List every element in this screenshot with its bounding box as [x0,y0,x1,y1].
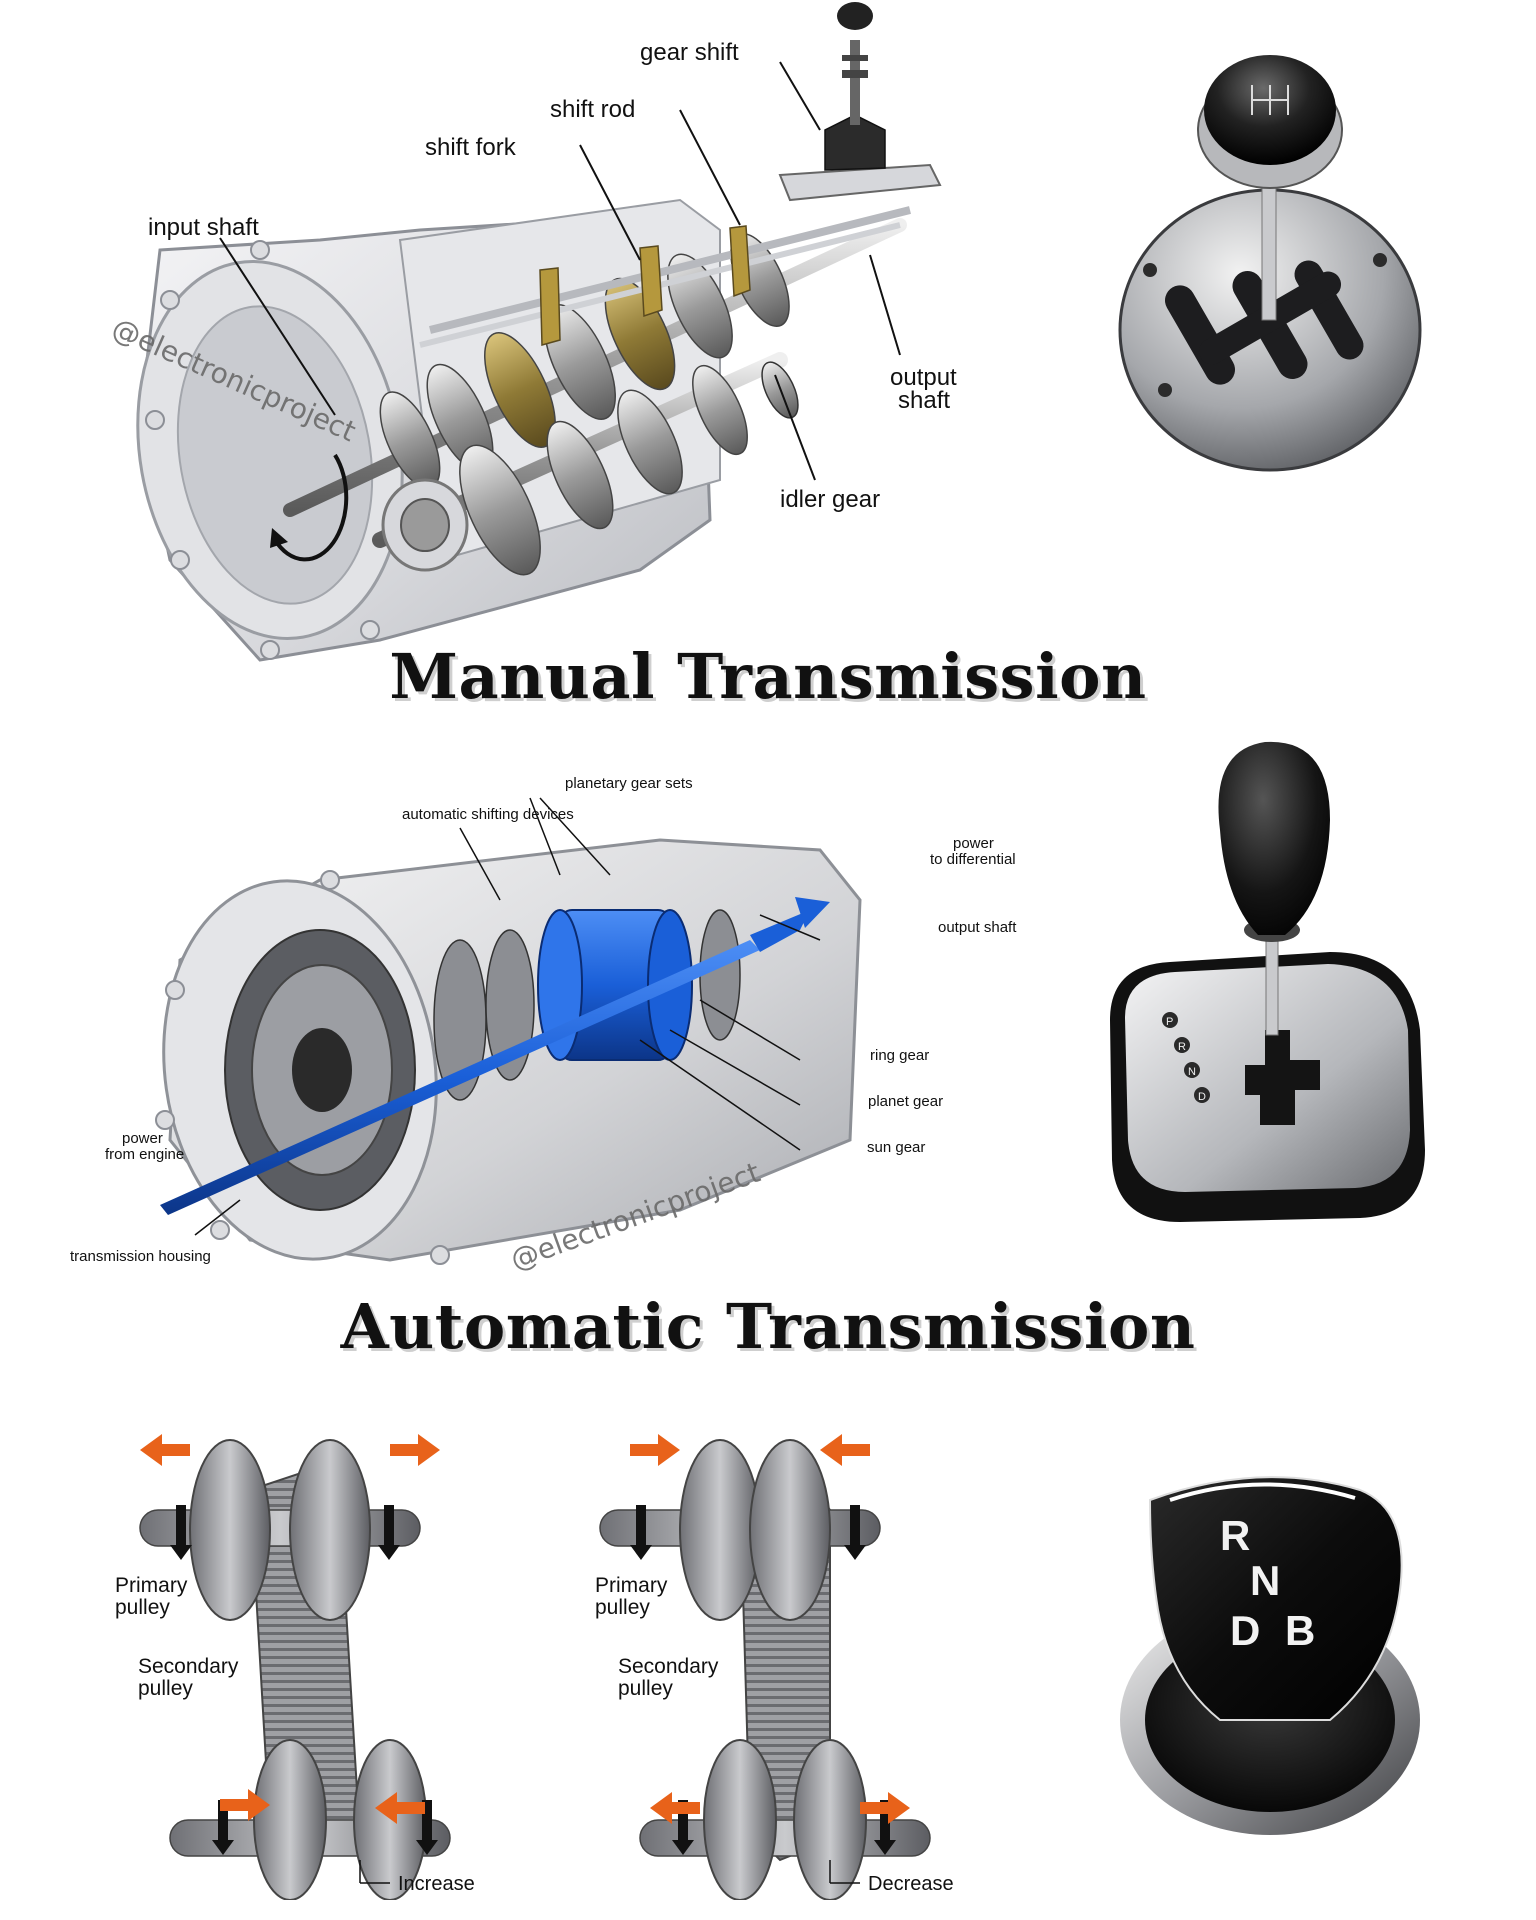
knob-letter-b: B [1285,1607,1315,1654]
selector-letter-p: P [1166,1016,1173,1028]
manual-gear-knob [1090,30,1430,480]
label-planetary-gear-sets: planetary gear sets [565,775,693,792]
label-gear-shift: gear shift [640,39,739,66]
selector-letter-r: R [1178,1041,1186,1053]
cvt-right-ratio-label: Decrease [868,1873,954,1895]
selector-letter-n: N [1188,1066,1196,1078]
label-automatic-shifting-devices: automatic shifting devices [402,806,574,823]
cvt-right-secondary-line2: pulley [618,1677,673,1700]
automatic-transmission-diagram: planetary gear sets automatic shifting d… [60,760,1060,1280]
automatic-transmission-title: Automatic Transmission [340,1290,1196,1363]
cvt-right-secondary-line1: Secondary [618,1655,719,1678]
label-transmission-housing: transmission housing [70,1248,211,1265]
label-output-shaft: output shaft [938,919,1017,936]
label-power-from-engine-2: from engine [105,1146,184,1163]
cvt-left-secondary-line1: Secondary [138,1655,239,1678]
label-output-shaft-line1: output [890,364,957,391]
cvt-left-secondary-line2: pulley [138,1677,193,1700]
knob-letter-n: N [1250,1557,1280,1604]
label-idler-gear: idler gear [780,486,880,513]
cvt-left-primary-line1: Primary [115,1574,188,1597]
label-output-shaft-line2: shaft [898,387,950,414]
manual-transmission-title: Manual Transmission [389,640,1147,713]
cvt-right-diagram: Primary pulley Secondary pulley Decrease [580,1400,1010,1900]
selector-letter-d: D [1198,1091,1206,1103]
label-shift-fork: shift fork [425,134,517,161]
cvt-left-diagram: Primary pulley Secondary pulley Increase [100,1400,530,1900]
cvt-left-ratio-label: Increase [398,1873,475,1895]
manual-transmission-diagram: gear shift shift rod shift fork input sh… [80,0,960,700]
label-power-from-engine-1: power [122,1130,163,1147]
label-input-shaft: input shaft [148,214,259,241]
label-sun-gear: sun gear [867,1139,925,1156]
label-planet-gear: planet gear [868,1093,943,1110]
cvt-right-primary-line1: Primary [595,1574,668,1597]
cvt-right-primary-line2: pulley [595,1596,650,1619]
knob-letter-d: D [1230,1607,1260,1654]
automatic-gear-selector: P R N D [1090,730,1440,1240]
label-ring-gear: ring gear [870,1047,929,1064]
label-shift-rod: shift rod [550,96,635,123]
label-power-to-differential-1: power [953,835,994,852]
label-power-to-differential-2: to differential [930,851,1016,868]
cvt-left-primary-line2: pulley [115,1596,170,1619]
knob-letter-r: R [1220,1512,1250,1559]
